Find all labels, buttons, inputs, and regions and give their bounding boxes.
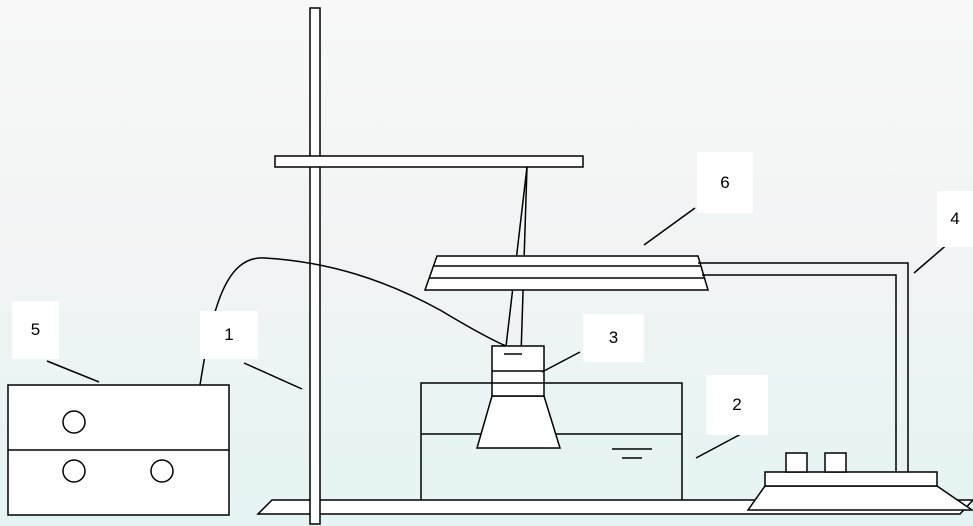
cable [199,257,507,386]
leader-line-6 [643,207,696,246]
cup-body [476,395,562,449]
label-3: 3 [583,314,644,362]
stirrer-knob-right [824,452,847,473]
leader-line-4 [913,241,951,274]
stirrer-top [764,471,938,487]
leader-line-5 [46,360,100,383]
stirrer-base [746,485,973,511]
leader-line-3 [541,351,581,373]
label-2: 2 [706,375,768,435]
lamp-support-inner [702,274,897,472]
knob-icon [62,410,86,434]
lamp-housing [423,255,710,291]
water-trough [420,382,683,500]
leader-line-2 [695,433,742,459]
label-4: 4 [937,191,973,247]
label-6: 6 [697,152,753,213]
knob-icon [150,459,174,483]
stirrer-knob-left [785,452,808,473]
horizontal-arm [274,155,584,168]
label-1: 1 [200,311,258,359]
lamp-support-outer [698,262,909,472]
stand-rod [309,7,321,525]
knob-icon [62,459,86,483]
leader-line-1 [243,362,303,390]
label-5: 5 [12,301,59,359]
